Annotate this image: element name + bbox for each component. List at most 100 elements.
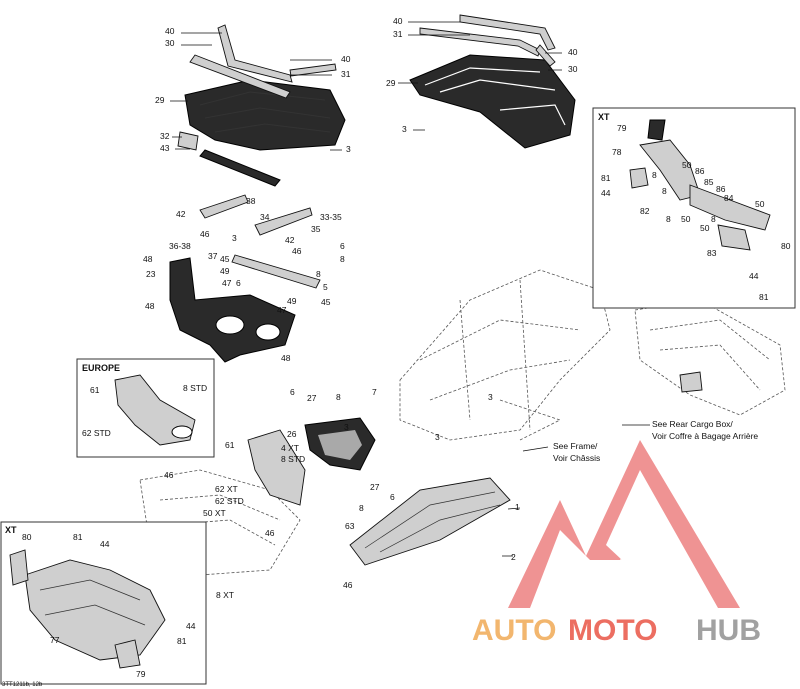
callout-label: 3 (435, 432, 440, 442)
callout-label: 82 (640, 206, 650, 216)
callout-label: 81 (759, 292, 769, 302)
center-grille (304, 417, 376, 471)
callout-label: 80 (22, 532, 32, 542)
callout-label: 48 (281, 353, 291, 363)
callout-label: 46 (200, 229, 210, 239)
callout-label: 8 (340, 254, 345, 264)
callout-label: 34 (260, 212, 270, 222)
callout-label: 62 STD (82, 428, 111, 438)
watermark-auto: AUTO (472, 614, 556, 647)
callout-label: 46 (292, 246, 302, 256)
callout-label: 3 (402, 124, 407, 134)
callout-label: 8 XT (216, 590, 234, 600)
callout-label: 2 (511, 552, 516, 562)
callout-label: 47 (222, 278, 232, 288)
callout-label: 44 (100, 539, 110, 549)
reference-notes: See Frame/ Voir Châssis See Rear Cargo B… (553, 419, 758, 463)
callout-label: 3 (344, 422, 349, 432)
callout-label: 38 (246, 196, 256, 206)
callout-label: 8 STD (281, 454, 305, 464)
callout-label: 45 (321, 297, 331, 307)
callout-label: 42 (176, 209, 186, 219)
callout-label: 8 (711, 214, 716, 224)
callout-label: 48 (143, 254, 153, 264)
front-rack (177, 24, 346, 187)
europe-title: EUROPE (82, 363, 120, 373)
callout-label: 8 STD (183, 383, 207, 393)
callout-label: 50 (682, 160, 692, 170)
callout-label: 44 (186, 621, 196, 631)
front-fascia (169, 194, 321, 363)
callout-label: 49 (220, 266, 230, 276)
callout-label: 43 (160, 143, 170, 153)
callout-label: 62 STD (215, 496, 244, 506)
skid-plate (349, 477, 511, 566)
callout-label: 32 (160, 131, 170, 141)
callout-label: 3 (346, 144, 351, 154)
callout-label: 31 (341, 69, 351, 79)
callout-label: 50 (755, 199, 765, 209)
callout-label: 79 (617, 123, 627, 133)
callout-label: 62 XT (215, 484, 238, 494)
watermark-logo (508, 440, 740, 608)
callout-label: 49 (287, 296, 297, 306)
callout-label: 40 (568, 47, 578, 57)
callout-label: 86 (716, 184, 726, 194)
callout-label: 44 (601, 188, 611, 198)
callout-label: 46 (164, 470, 174, 480)
callout-label: 31 (393, 29, 403, 39)
callout-label: 6 (340, 241, 345, 251)
watermark-moto: MOTO (568, 614, 657, 647)
callout-label: 6 (236, 278, 241, 288)
callout-label: 8 (359, 503, 364, 513)
callout-label: 81 (73, 532, 83, 542)
callout-label: 7 (372, 387, 377, 397)
callout-label: 46 (265, 528, 275, 538)
callout-label: 40 (393, 16, 403, 26)
callout-label: 8 (662, 186, 667, 196)
callout-label: 40 (341, 54, 351, 64)
callout-label: 30 (165, 38, 175, 48)
callout-label: 78 (612, 147, 622, 157)
chassis-frame (399, 269, 611, 441)
xt-right-inset: XT (592, 107, 796, 309)
callout-label: 36-38 (169, 241, 191, 251)
callout-label: 61 (90, 385, 100, 395)
xt-left-inset: XT (0, 521, 207, 685)
callout-label: 33-35 (320, 212, 342, 222)
callout-label: 8 (666, 214, 671, 224)
callout-label: 81 (177, 636, 187, 646)
callout-label: 81 (601, 173, 611, 183)
callout-label: 83 (707, 248, 717, 258)
callout-label: 1 (515, 502, 520, 512)
callout-label: 29 (386, 78, 396, 88)
callout-label: 50 XT (203, 508, 226, 518)
callout-label: 47 (277, 305, 287, 315)
callout-label: 50 (681, 214, 691, 224)
callout-label: 50 (700, 223, 710, 233)
callout-label: 8 (652, 170, 657, 180)
xt-left-title: XT (5, 525, 17, 535)
callout-label: 30 (568, 64, 578, 74)
callout-label: 86 (695, 166, 705, 176)
xt-right-title: XT (598, 112, 610, 122)
callout-label: 8 (316, 269, 321, 279)
callout-label: 35 (311, 224, 321, 234)
callout-label: 84 (724, 193, 734, 203)
cargo-note-line2: Voir Coffre à Bagage Arrière (652, 431, 758, 441)
callout-label: 37 (208, 251, 218, 261)
callout-label: 42 (285, 235, 295, 245)
callout-label: 80 (781, 241, 791, 251)
callout-label: 61 (225, 440, 235, 450)
callout-label: 40 (165, 26, 175, 36)
watermark-hub: HUB (696, 614, 761, 647)
callout-label: 3 (232, 233, 237, 243)
callout-label: 29 (155, 95, 165, 105)
callout-label: 63 (345, 521, 355, 531)
callout-label: 85 (704, 177, 714, 187)
callout-label: 27 (370, 482, 380, 492)
watermark-text: AUTO MOTO HUB (472, 614, 761, 647)
callout-label: 27 (307, 393, 317, 403)
